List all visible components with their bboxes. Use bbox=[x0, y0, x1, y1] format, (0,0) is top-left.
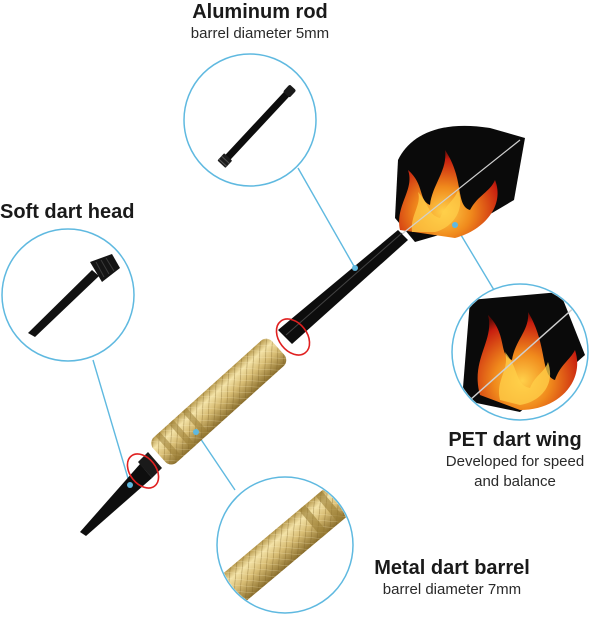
metal-dart-barrel-title: Metal dart barrel bbox=[374, 557, 530, 579]
main-dart bbox=[80, 125, 525, 536]
aluminum-rod-title: Aluminum rod bbox=[192, 1, 328, 23]
wing-connector-dot bbox=[452, 222, 458, 228]
rod-callout-circle bbox=[183, 53, 317, 187]
wing-detail-image bbox=[462, 292, 586, 412]
dart-soft-tip bbox=[80, 464, 152, 536]
soft-dart-head-title: Soft dart head bbox=[0, 201, 135, 223]
dart-collar bbox=[138, 452, 162, 478]
rod-detail-image bbox=[217, 85, 296, 168]
dart-shaft bbox=[278, 230, 408, 344]
barrel-detail-image bbox=[218, 478, 352, 608]
head-marker-ring bbox=[126, 453, 160, 489]
pet-dart-wing-desc-line1: Developed for speed bbox=[445, 453, 585, 470]
dart-flight bbox=[395, 125, 525, 242]
rod-connector-line bbox=[297, 167, 356, 269]
barrel-connector-line bbox=[195, 431, 236, 491]
soft-tip-detail-image bbox=[28, 254, 120, 337]
pet-dart-wing-desc-line2: and balance bbox=[474, 473, 556, 490]
dart-barrel bbox=[151, 338, 287, 465]
pet-dart-wing-title: PET dart wing bbox=[448, 429, 582, 451]
rod-connector-dot bbox=[352, 265, 358, 271]
head-connector-dot bbox=[127, 482, 133, 488]
metal-dart-barrel-desc: barrel diameter 7mm bbox=[382, 581, 522, 598]
aluminum-rod-desc: barrel diameter 5mm bbox=[190, 25, 330, 42]
head-connector-line bbox=[92, 359, 131, 486]
barrel-connector-dot bbox=[193, 429, 199, 435]
rod-marker-ring bbox=[275, 318, 311, 356]
